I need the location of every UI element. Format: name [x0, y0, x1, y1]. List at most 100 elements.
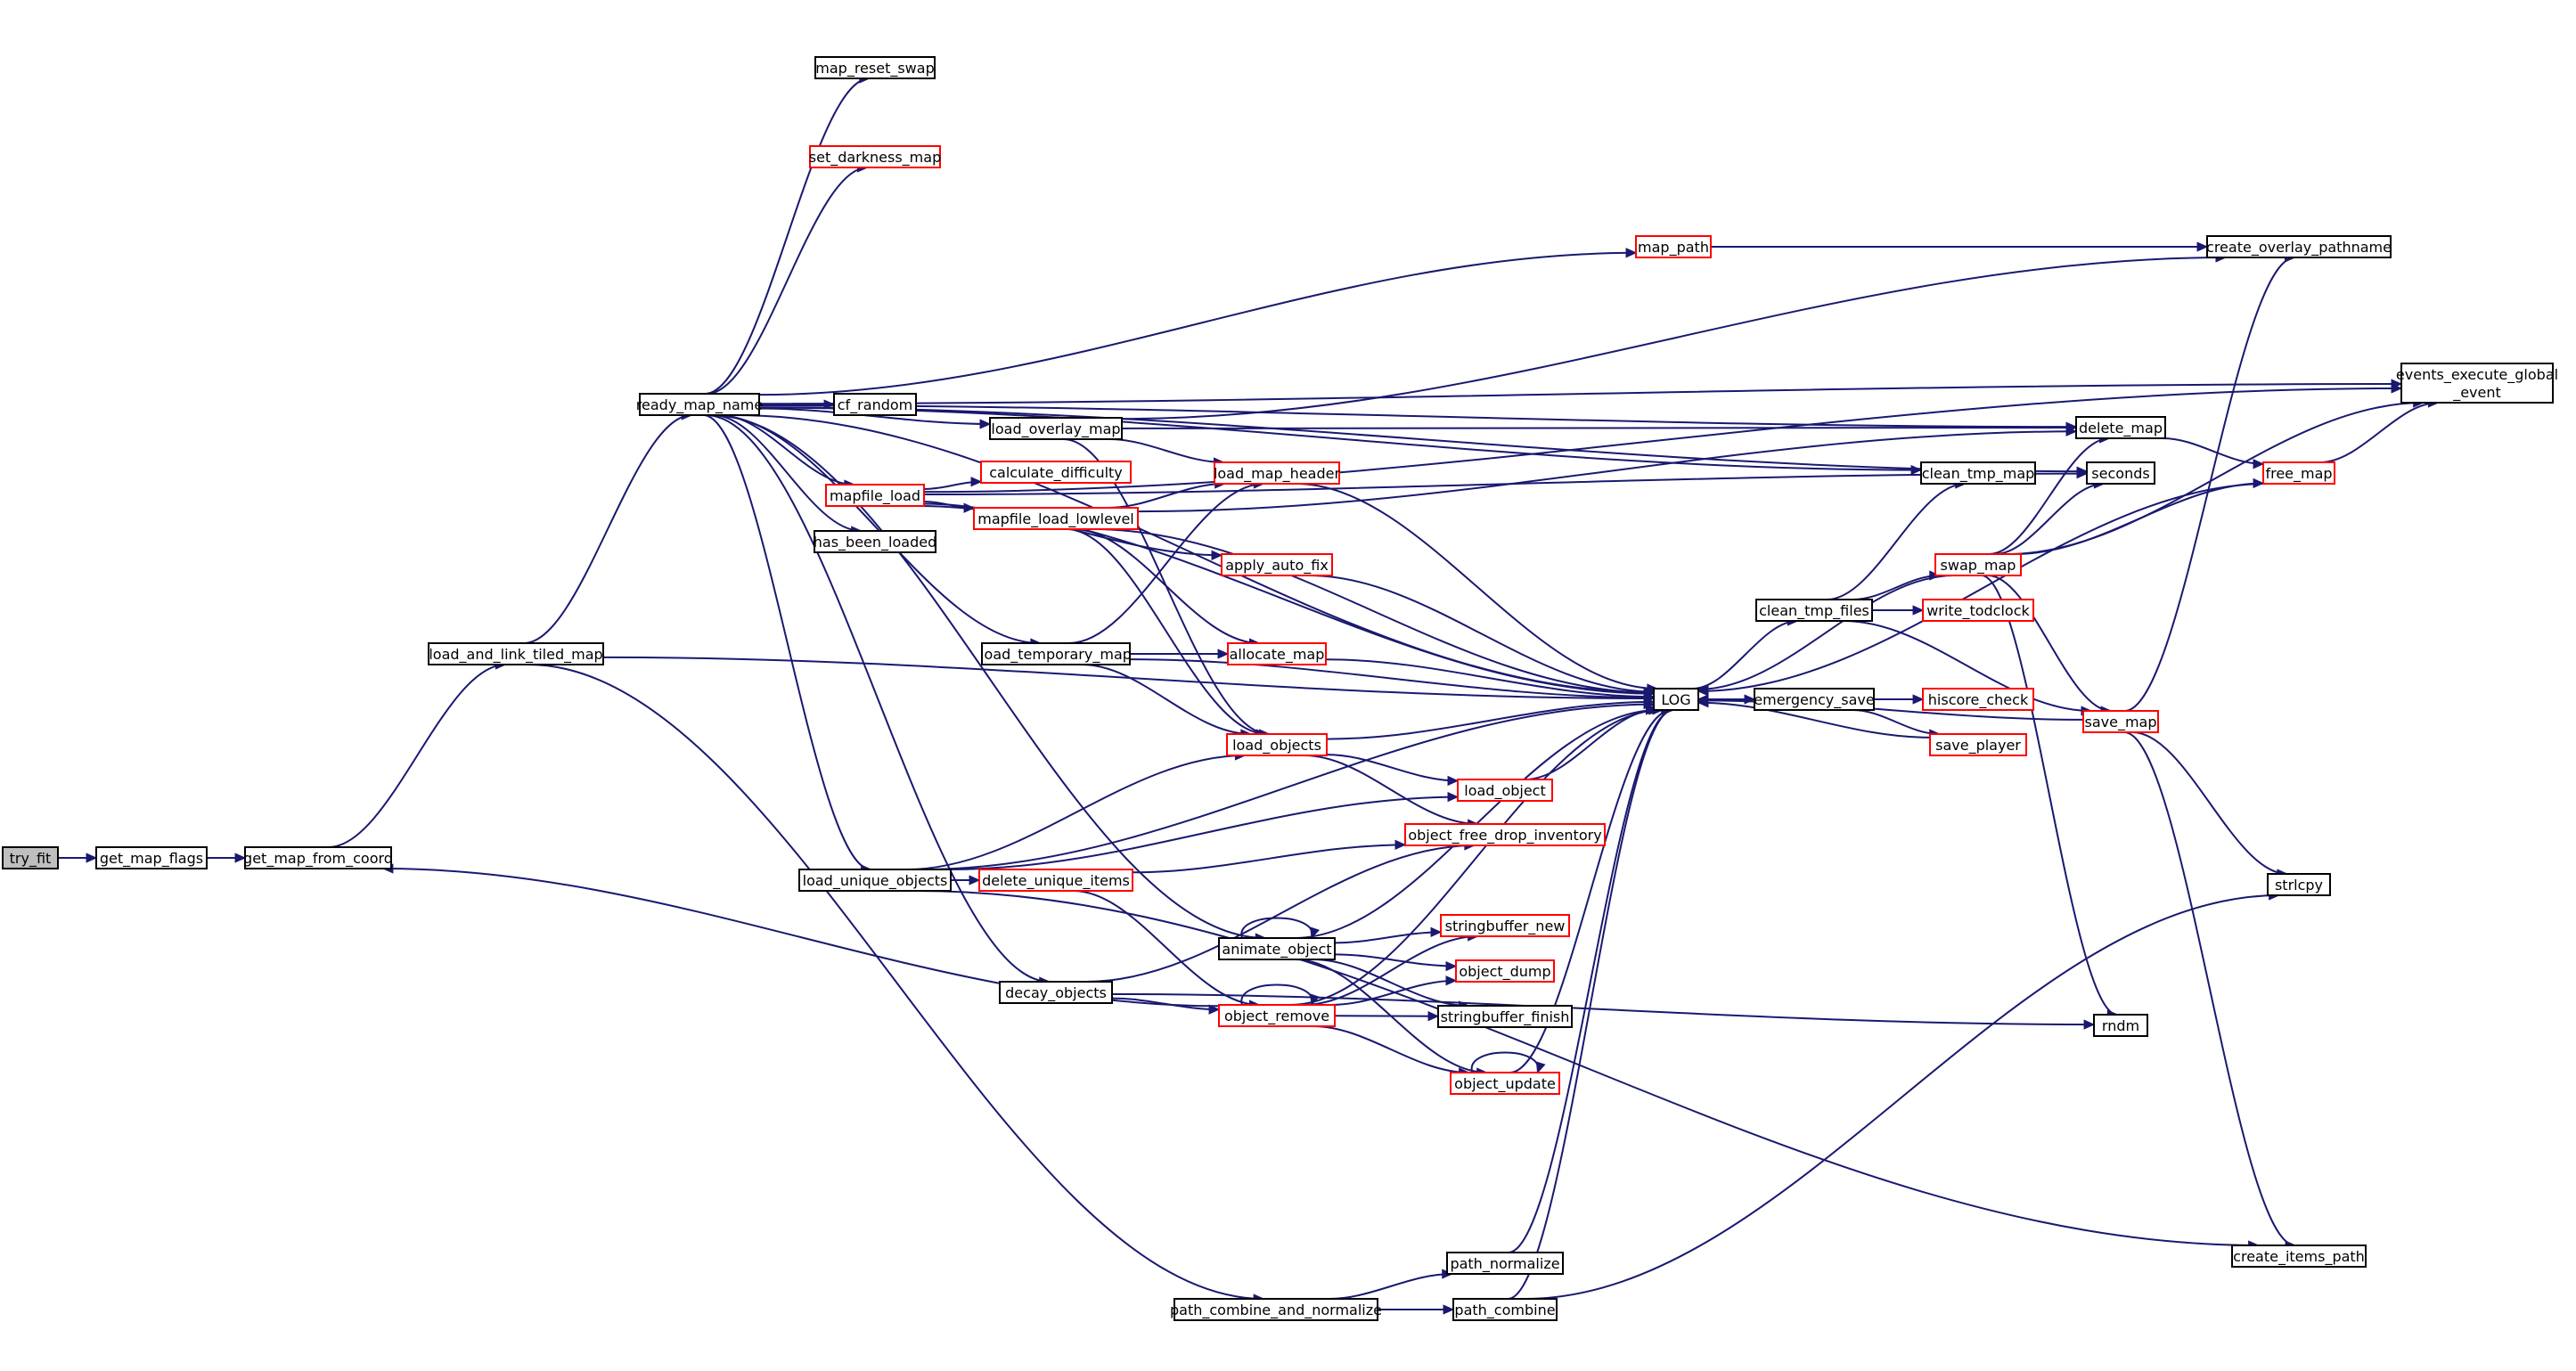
node-box — [2267, 873, 2331, 896]
node-box — [2206, 235, 2392, 258]
edge-line — [923, 387, 2402, 494]
node-clean-tmp-map[interactable]: clean_tmp_map — [1920, 461, 2036, 485]
edge-arrowhead — [1447, 775, 1460, 787]
node-path-normalize[interactable]: path_normalize — [1446, 1252, 1564, 1275]
node-write-todclock[interactable]: write_todclock — [1922, 599, 2034, 622]
edge-line — [328, 664, 506, 848]
node-has-been-loaded[interactable]: has_been_loaded — [814, 530, 936, 553]
edge-emergency-save-to-save-player — [1852, 709, 1941, 739]
node-save-player[interactable]: save_player — [1929, 733, 2027, 756]
edge-load-object-to-LOG — [1525, 705, 1657, 780]
node-load-objects[interactable]: load_objects — [1226, 733, 1328, 756]
edge-line — [1827, 483, 1966, 600]
node-label: rndm — [2102, 1017, 2139, 1034]
node-decay-objects[interactable]: decay_objects — [999, 981, 1113, 1004]
node-delete-map[interactable]: delete_map — [2075, 416, 2166, 439]
node-box — [1404, 823, 1606, 846]
node-load-temporary-map[interactable]: load_temporary_map — [980, 642, 1132, 665]
node-apply-auto-fix[interactable]: apply_auto_fix — [1221, 553, 1333, 576]
node-path-combine-and-normalize[interactable]: path_combine_and_normalize — [1170, 1298, 1382, 1321]
edge-arrowhead — [1310, 926, 1320, 940]
edge-delete-unique-items-to-object-free-drop-inventory — [1132, 839, 1407, 874]
edge-line — [1989, 437, 2110, 555]
node-events-execute-global-event[interactable]: events_execute_global_event — [2396, 363, 2558, 404]
node-load-and-link-tiled-map[interactable]: load_and_link_tiled_map — [428, 642, 604, 665]
node-animate-object[interactable]: animate_object — [1218, 937, 1336, 960]
node-box — [2400, 363, 2554, 404]
node-map-path[interactable]: map_path — [1635, 235, 1712, 258]
node-label: free_map — [2265, 465, 2332, 483]
node-object-update[interactable]: object_update — [1450, 1072, 1560, 1095]
node-clean-tmp-files[interactable]: clean_tmp_files — [1755, 599, 1873, 622]
node-free-map[interactable]: free_map — [2262, 461, 2335, 485]
node-ready-map-name[interactable]: ready_map_name — [636, 393, 763, 416]
node-mapfile-load-lowlevel[interactable]: mapfile_load_lowlevel — [973, 507, 1139, 530]
node-rndm[interactable]: rndm — [2093, 1014, 2148, 1037]
node-box — [428, 642, 604, 665]
node-mapfile-load[interactable]: mapfile_load — [825, 484, 925, 507]
node-label: seconds — [2091, 465, 2149, 482]
node-label: load_object — [1464, 782, 1546, 800]
node-box — [999, 981, 1113, 1004]
node-label: save_map — [2085, 714, 2157, 731]
node-get-map-flags[interactable]: get_map_flags — [95, 846, 208, 869]
node-set-darkness-map[interactable]: set_darkness_map — [809, 145, 941, 168]
edge-line — [710, 414, 1266, 939]
node-load-unique-objects[interactable]: load_unique_objects — [798, 869, 952, 892]
node-label: events_execute_global — [2396, 366, 2558, 384]
node-get-map-from-coord[interactable]: get_map_from_coord — [243, 846, 393, 869]
node-seconds[interactable]: seconds — [2086, 461, 2155, 485]
node-box — [1929, 733, 2027, 756]
node-hiscore-check[interactable]: hiscore_check — [1922, 688, 2034, 711]
edge-line — [1073, 890, 1260, 1006]
node-create-items-path[interactable]: create_items_path — [2231, 1245, 2367, 1268]
node-allocate-map[interactable]: allocate_map — [1227, 642, 1327, 665]
node-label: object_dump — [1459, 963, 1550, 981]
node-cf-random[interactable]: cf_random — [833, 393, 917, 416]
node-calculate-difficulty[interactable]: calculate_difficulty — [980, 461, 1132, 484]
edge-arrowhead — [2196, 241, 2209, 252]
node-load-object[interactable]: load_object — [1457, 779, 1553, 802]
node-box — [1218, 937, 1336, 960]
edge-load-and-link-tiled-map-to-ready-map-name — [523, 410, 693, 644]
edge-get-map-from-coord-to-load-and-link-tiled-map — [328, 659, 507, 848]
node-load-overlay-map[interactable]: load_overlay_map — [989, 417, 1123, 440]
node-swap-map[interactable]: swap_map — [1934, 553, 2022, 576]
node-load-map-header[interactable]: load_map_header — [1214, 461, 1341, 485]
node-strlcpy[interactable]: strlcpy — [2267, 873, 2331, 896]
node-delete-unique-items[interactable]: delete_unique_items — [978, 869, 1133, 892]
node-box — [978, 869, 1133, 892]
node-LOG[interactable]: LOG — [1653, 688, 1699, 711]
edge-ready-map-name-to-events-execute-global-event — [758, 379, 2403, 405]
edge-arrowhead — [1910, 464, 1923, 476]
edge-load-objects-to-object-free-drop-inventory — [1304, 755, 1479, 829]
edge-apply-auto-fix-to-LOG — [1308, 575, 1656, 698]
node-object-free-drop-inventory[interactable]: object_free_drop_inventory — [1404, 823, 1606, 846]
node-box — [833, 393, 917, 416]
node-stringbuffer-new[interactable]: stringbuffer_new — [1440, 914, 1570, 937]
node-label: load_temporary_map — [980, 646, 1132, 664]
edge-ready-map-name-to-map-path — [758, 248, 1638, 396]
node-label: object_update — [1454, 1075, 1556, 1093]
node-stringbuffer-finish[interactable]: stringbuffer_finish — [1437, 1005, 1573, 1028]
node-label: ready_map_name — [636, 396, 763, 414]
node-save-map[interactable]: save_map — [2082, 710, 2159, 733]
node-try-fit[interactable]: try_fit — [2, 846, 59, 869]
node-object-dump[interactable]: object_dump — [1455, 959, 1555, 983]
edge-line — [1325, 658, 1655, 698]
node-box — [2, 846, 59, 869]
node-path-combine[interactable]: path_combine — [1452, 1298, 1558, 1321]
node-object-remove[interactable]: object_remove — [1218, 1004, 1336, 1027]
node-create-overlay-pathname[interactable]: create_overlay_pathname — [2206, 235, 2392, 258]
node-label: object_remove — [1224, 1008, 1329, 1025]
node-label: path_combine — [1454, 1302, 1555, 1319]
node-label: strlcpy — [2275, 877, 2323, 894]
node-box — [2093, 1014, 2148, 1037]
node-map-reset-swap[interactable]: map_reset_swap — [814, 56, 936, 79]
edge-line — [1313, 959, 1469, 1007]
edge-object-remove-to-stringbuffer-finish — [1334, 1011, 1440, 1022]
node-emergency-save[interactable]: emergency_save — [1754, 688, 1875, 711]
edge-arrowhead — [1697, 695, 1709, 706]
